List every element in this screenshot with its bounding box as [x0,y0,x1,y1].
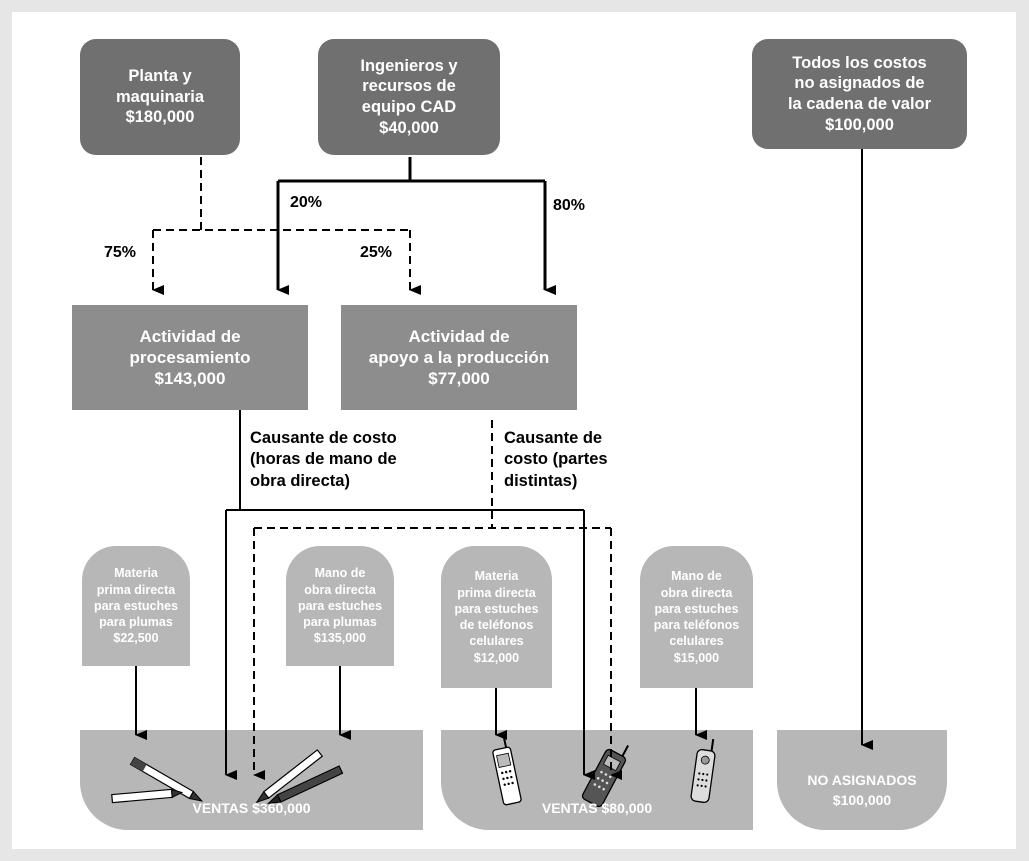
support-driver-lines [253,420,622,780]
unassigned-box-amount: $100,000 [825,115,894,134]
phone-materials-line2: prima directa [457,585,536,600]
engineers-box-line2: recursos de [362,77,456,96]
mobile-phone-icon [492,733,716,808]
pen-labor-line3: para estuches [297,598,383,613]
plant-allocation-lines [152,157,421,295]
processing-driver-lines [225,410,595,780]
pen-labor-amount: $135,000 [313,631,367,646]
plant-box-line2: maquinaria [115,87,205,106]
production-support-activity-box: Actividad de apoyo a la producción $77,0… [341,305,577,410]
pen-labor-line4: para plumas [303,615,377,630]
pen-direct-materials-box: Materia prima directa para estuches para… [82,546,190,666]
phone-materials-line1: Materia [474,569,519,584]
unassigned-sales-line2: $100,000 [832,792,892,809]
pen-materials-line2: prima directa [96,582,176,597]
unassigned-box-line1: Todos los costos [792,53,927,72]
unassigned-costs-box: Todos los costos no asignados de la cade… [752,39,967,149]
phone-materials-line4: de teléfonos [459,618,534,632]
pen-sales-label: VENTAS $360,000 [192,800,311,816]
plant-to-support-pct: 25% [360,244,393,261]
pen-cases-sales-box: VENTAS $360,000 [80,730,423,830]
support-cost-driver-label: Causante de costo (partes distintas) [504,428,608,492]
phone-sales-label: VENTAS $80,000 [541,800,653,816]
support-driver-line3: distintas) [504,471,578,490]
unassigned-box-line3: la cadena de valor [787,95,932,113]
engineers-allocation-lines [276,157,556,295]
support-amount: $77,000 [428,369,490,389]
direct-cost-arrows [135,666,707,740]
phone-labor-line3: para estuches [654,601,739,616]
phone-labor-line1: Mano de [671,569,722,584]
processing-activity-box: Actividad de procesamiento $143,000 [72,305,308,410]
support-line2: apoyo a la producción [368,347,550,367]
pen-materials-amount: $22,500 [113,631,159,646]
phone-labor-amount: $15,000 [673,650,720,665]
pen-icon [111,749,344,805]
phone-direct-labor-box: Mano de obra directa para estuches para … [640,546,753,688]
pen-materials-line1: Materia [114,566,158,581]
unassigned-sales-line1: NO ASIGNADOS [807,772,917,788]
engineers-to-processing-pct: 20% [290,194,323,211]
support-driver-line1: Causante de [504,429,603,447]
processing-line2: procesamiento [129,347,251,367]
support-driver-line2: costo (partes [504,450,608,469]
engineers-to-support-pct: 80% [553,197,586,214]
phone-direct-materials-box: Materia prima directa para estuches de t… [441,546,552,688]
plant-machinery-box: Planta y maquinaria $180,000 [80,39,240,155]
phone-materials-amount: $12,000 [473,650,520,665]
pen-labor-line1: Mano de [314,566,366,581]
pen-materials-line3: para estuches [93,598,179,613]
pen-materials-line4: para plumas [99,615,173,630]
support-line1: Actividad de [408,326,510,346]
phone-labor-line4: para teléfonos [653,618,740,632]
pen-labor-line2: obra directa [304,582,376,597]
processing-line1: Actividad de [139,326,241,346]
phone-materials-line3: para estuches [454,601,539,616]
plant-to-processing-pct: 75% [104,244,137,261]
plant-box-line1: Planta y [128,67,192,86]
processing-amount: $143,000 [154,369,226,389]
unassigned-sales-box: NO ASIGNADOS $100,000 [777,730,947,830]
phone-cases-sales-box: VENTAS $80,000 [441,730,753,830]
engineers-cad-box: Ingenieros y recursos de equipo CAD $40,… [318,39,500,155]
pen-direct-labor-box: Mano de obra directa para estuches para … [286,546,394,666]
plant-box-amount: $180,000 [125,108,195,127]
unassigned-box-line2: no asignados de [794,74,925,93]
phone-labor-line2: obra directa [660,585,733,600]
phone-labor-line5: celulares [669,634,724,649]
unassigned-sales-text: NO ASIGNADOS $100,000 [777,770,947,811]
phone-materials-line5: celulares [469,634,524,649]
engineers-box-amount: $40,000 [379,118,439,137]
processing-driver-line1: Causante de costo [250,429,397,447]
processing-driver-line2: (horas de mano de [250,450,397,469]
processing-cost-driver-label: Causante de costo (horas de mano de obra… [250,428,397,492]
engineers-box-line1: Ingenieros y [360,56,458,75]
engineers-box-line3: equipo CAD [361,98,457,116]
processing-driver-line3: obra directa) [250,471,350,490]
